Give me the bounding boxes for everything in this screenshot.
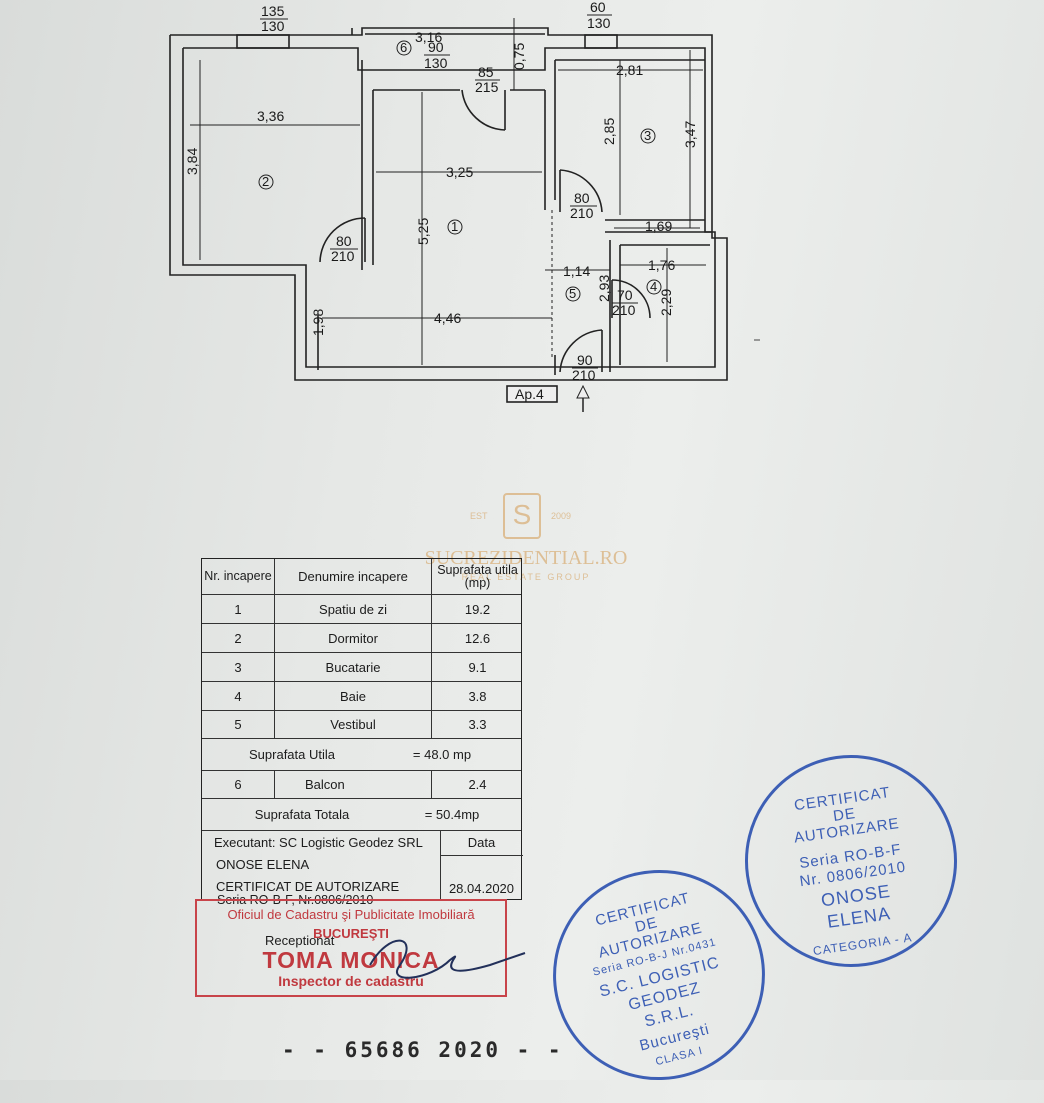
header-name: Denumire incapere xyxy=(275,559,432,594)
stamp-red-line1: Oficiul de Cadastru şi Publicitate Imobi… xyxy=(227,907,475,922)
row-nr: 3 xyxy=(202,653,275,681)
total-area-label: Suprafata Totala xyxy=(254,807,350,822)
dim-bath-door-w: 70 xyxy=(617,287,633,303)
header-nr: Nr. incapere xyxy=(202,559,275,594)
watermark-sub: REAL ESTATE GROUP xyxy=(461,572,591,582)
dim-top-right-window-w: 60 xyxy=(590,0,606,15)
dim-living-width-top: 3,25 xyxy=(446,164,473,180)
dim-balcony-width: 3,16 xyxy=(415,29,442,45)
dim-top-left-window-h: 130 xyxy=(261,18,285,34)
executant-name: Executant: SC Logistic Geodez SRL xyxy=(214,835,423,850)
dim-bath-width: 1,76 xyxy=(648,257,675,273)
row-nr: 2 xyxy=(202,624,275,652)
watermark-est: EST xyxy=(470,511,488,521)
watermark: S EST 2009 SUCREZIDENTIAL.RO REAL ESTATE… xyxy=(406,493,646,593)
dim-top-left-window-w: 135 xyxy=(261,3,285,19)
row-name: Bucatarie xyxy=(275,653,432,681)
dim-bath-door-h: 210 xyxy=(612,302,636,318)
row-name: Balcon xyxy=(275,771,432,798)
receptionat-label: Receptionat xyxy=(265,933,335,948)
row-nr: 5 xyxy=(202,711,275,738)
dim-balcony-door-h: 130 xyxy=(424,55,448,71)
row-nr: 1 xyxy=(202,595,275,623)
useful-area-row: Suprafata Utila = 48.0 mp xyxy=(202,739,521,771)
dim-bedroom-door-h: 210 xyxy=(331,248,355,264)
dim-living-lower-height: 1,98 xyxy=(310,309,326,336)
dim-balcony-depth: 0,75 xyxy=(511,43,527,70)
row-name: Dormitor xyxy=(275,624,432,652)
area-table: Nr. incapere Denumire incapere Suprafata… xyxy=(201,558,523,901)
room-number-2: 2 xyxy=(262,174,269,189)
certificate-label: CERTIFICAT DE AUTORIZARE xyxy=(216,879,400,894)
executant-block: Executant: SC Logistic Geodez SRL Data O… xyxy=(202,831,523,901)
row-nr: 6 xyxy=(202,771,275,798)
stamp-red-line2: BUCUREŞTI xyxy=(313,926,389,941)
total-area-row: Suprafata Totala = 50.4mp xyxy=(202,799,521,831)
date-label: Data xyxy=(467,835,496,850)
floor-plan: 6 2 1 3 4 5 135 130 3,16 90 130 0,75 85 … xyxy=(169,0,760,412)
row-name: Spatiu de zi xyxy=(275,595,432,623)
row-area: 2.4 xyxy=(468,777,487,792)
registration-number: - - 65686 2020 - - xyxy=(282,1038,564,1062)
dim-main-door-h: 215 xyxy=(475,79,499,95)
total-area-value: = 50.4mp xyxy=(424,807,480,822)
room-number-5: 5 xyxy=(569,286,576,301)
dim-living-width-bottom: 4,46 xyxy=(434,310,461,326)
stamp-red-line3: TOMA MONICA xyxy=(262,947,440,973)
entrance-arrow-icon xyxy=(576,384,590,412)
dim-living-height: 5,25 xyxy=(415,218,431,245)
table-row: 1 Spatiu de zi 19.2 xyxy=(202,595,521,624)
cadastre-office-stamp: Oficiul de Cadastru şi Publicitate Imobi… xyxy=(195,899,507,997)
dim-kitchen-width: 2,81 xyxy=(616,62,643,78)
authorization-stamp-onose: CERTIFICAT DE AUTORIZARE Seria RO-B-F Nr… xyxy=(731,741,971,981)
table-row: 6 Balcon 2.4 xyxy=(202,771,521,799)
table-header: Nr. incapere Denumire incapere Suprafata… xyxy=(202,559,521,595)
date-value: 28.04.2020 xyxy=(448,881,515,896)
executant-person: ONOSE ELENA xyxy=(216,857,310,872)
useful-area-value: = 48.0 mp xyxy=(412,747,472,762)
dim-main-door-w: 85 xyxy=(478,64,494,80)
room-number-4: 4 xyxy=(650,279,657,294)
useful-area-label: Suprafata Utila xyxy=(249,747,335,762)
row-area: 19.2 xyxy=(464,601,491,617)
row-area: 9.1 xyxy=(468,659,487,675)
header-area: Suprafata utila (mp) xyxy=(437,562,518,590)
row-area: 3.8 xyxy=(468,688,487,704)
room-number-3: 3 xyxy=(644,128,651,143)
watermark-logo-icon: S xyxy=(503,493,541,539)
table-row: 4 Baie 3.8 xyxy=(202,682,521,711)
apartment-label: Ap.4 xyxy=(515,386,544,402)
dim-kitchen-height-inner: 2,85 xyxy=(601,118,617,145)
table-row: 5 Vestibul 3.3 xyxy=(202,711,521,739)
signature-icon xyxy=(369,939,526,979)
dim-bedroom-door-w: 80 xyxy=(336,233,352,249)
dim-top-right-window-h: 130 xyxy=(587,15,611,31)
room-number-1: 1 xyxy=(451,219,458,234)
row-nr: 4 xyxy=(202,682,275,710)
watermark-brand: SUCREZIDENTIAL.RO xyxy=(424,547,628,569)
watermark-year: 2009 xyxy=(551,511,572,521)
dim-bath-height: 2,29 xyxy=(658,289,674,316)
dim-kitchen-door-w: 80 xyxy=(574,190,590,206)
table-row: 2 Dormitor 12.6 xyxy=(202,624,521,653)
row-area: 12.6 xyxy=(464,630,491,646)
dim-bedroom-height: 3,84 xyxy=(184,148,200,175)
row-area: 3.3 xyxy=(468,717,487,732)
dim-kitchen-width-bottom: 1,69 xyxy=(645,218,672,234)
dim-entrance-door-h: 210 xyxy=(572,367,596,383)
stamp-red-line4: Inspector de cadastru xyxy=(278,973,424,989)
room-number-6: 6 xyxy=(400,40,407,55)
dim-bedroom-width: 3,36 xyxy=(257,108,284,124)
dim-hall-width: 1,14 xyxy=(563,263,590,279)
dim-kitchen-door-h: 210 xyxy=(570,205,594,221)
dim-hall-height: 2,93 xyxy=(596,275,612,302)
row-name: Vestibul xyxy=(275,711,432,738)
dim-balcony-door-w: 90 xyxy=(428,39,444,55)
dim-entrance-door-w: 90 xyxy=(577,352,593,368)
dim-kitchen-height: 3,47 xyxy=(682,121,698,148)
table-row: 3 Bucatarie 9.1 xyxy=(202,653,521,682)
row-name: Baie xyxy=(275,682,432,710)
